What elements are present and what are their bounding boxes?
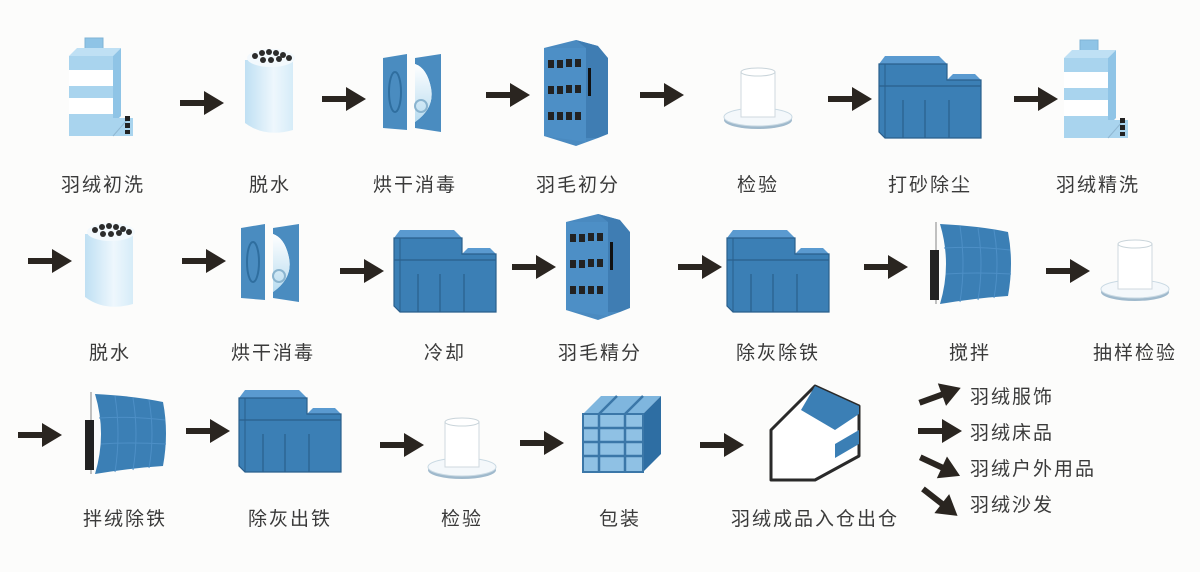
step-icon-washer-icon	[1058, 38, 1138, 148]
step-label: 包装	[598, 508, 642, 530]
arrow-right-icon	[700, 430, 746, 464]
step-label: 冷却	[423, 342, 467, 364]
step-icon-dryer-icon	[233, 218, 313, 308]
step-label: 烘干消毒	[372, 174, 458, 196]
step-icon-washer-icon	[63, 36, 143, 146]
step-label: 打砂除尘	[887, 174, 973, 196]
step-icon-mixer-icon	[920, 218, 1020, 308]
arrow-right-icon	[678, 252, 724, 286]
arrow-right-icon	[322, 84, 368, 118]
step-label: 脱水	[248, 174, 292, 196]
arrow-right-icon	[1046, 256, 1092, 290]
step-label: 脱水	[88, 342, 132, 364]
step-icon-factory-icon	[723, 224, 833, 319]
step-label: 抽样检验	[1092, 342, 1178, 364]
step-label: 除灰出铁	[247, 508, 333, 530]
step-icon-tower-icon	[538, 38, 618, 148]
output-product-label: 羽绒服饰	[970, 386, 1055, 408]
arrow-right-icon	[828, 84, 874, 118]
step-label: 烘干消毒	[230, 342, 316, 364]
step-label: 检验	[736, 174, 780, 196]
step-icon-warehouse-icon	[765, 376, 865, 486]
step-label: 羽毛初分	[535, 174, 621, 196]
output-product-label: 羽绒床品	[970, 422, 1055, 444]
arrow-down-right-steep-icon	[918, 486, 964, 522]
arrow-down-right-icon	[918, 452, 964, 486]
arrow-right-icon	[1014, 84, 1060, 118]
output-product-label: 羽绒沙发	[970, 494, 1055, 516]
step-icon-drum-icon	[75, 212, 145, 312]
arrow-right-icon	[186, 416, 232, 450]
step-label: 羽绒精洗	[1055, 174, 1141, 196]
arrow-right-icon	[340, 256, 386, 290]
arrow-right-icon	[520, 428, 566, 462]
step-label: 除灰除铁	[735, 342, 821, 364]
arrow-right-icon	[918, 416, 964, 450]
arrow-right-icon	[640, 80, 686, 114]
step-icon-factory-icon	[235, 384, 345, 479]
step-icon-tower-icon	[560, 212, 640, 322]
arrow-right-icon	[180, 88, 226, 122]
step-label: 搅拌	[948, 342, 992, 364]
arrow-right-icon	[380, 430, 426, 464]
step-label: 羽绒初洗	[60, 174, 146, 196]
step-label: 拌绒除铁	[82, 508, 168, 530]
arrow-right-icon	[18, 420, 64, 454]
step-icon-beaker-icon	[422, 410, 502, 490]
arrow-right-icon	[182, 246, 228, 280]
arrow-right-icon	[28, 246, 74, 280]
output-product-label: 羽绒户外用品	[970, 458, 1097, 480]
arrow-right-icon	[864, 252, 910, 286]
step-icon-dryer-icon	[375, 48, 455, 138]
arrow-right-icon	[486, 80, 532, 114]
step-icon-drum-icon	[235, 38, 305, 138]
step-icon-factory-icon	[390, 224, 500, 319]
step-icon-mixer-icon	[75, 388, 175, 478]
step-icon-factory-icon	[875, 50, 985, 145]
step-label: 羽绒成品入仓出仓	[730, 508, 900, 530]
arrow-right-icon	[512, 252, 558, 286]
step-label: 羽毛精分	[557, 342, 643, 364]
arrow-up-right-icon	[918, 380, 964, 414]
step-icon-crate-icon	[575, 392, 665, 477]
step-label: 检验	[440, 508, 484, 530]
step-icon-beaker-icon	[1095, 232, 1175, 312]
step-icon-beaker-icon	[718, 60, 798, 140]
